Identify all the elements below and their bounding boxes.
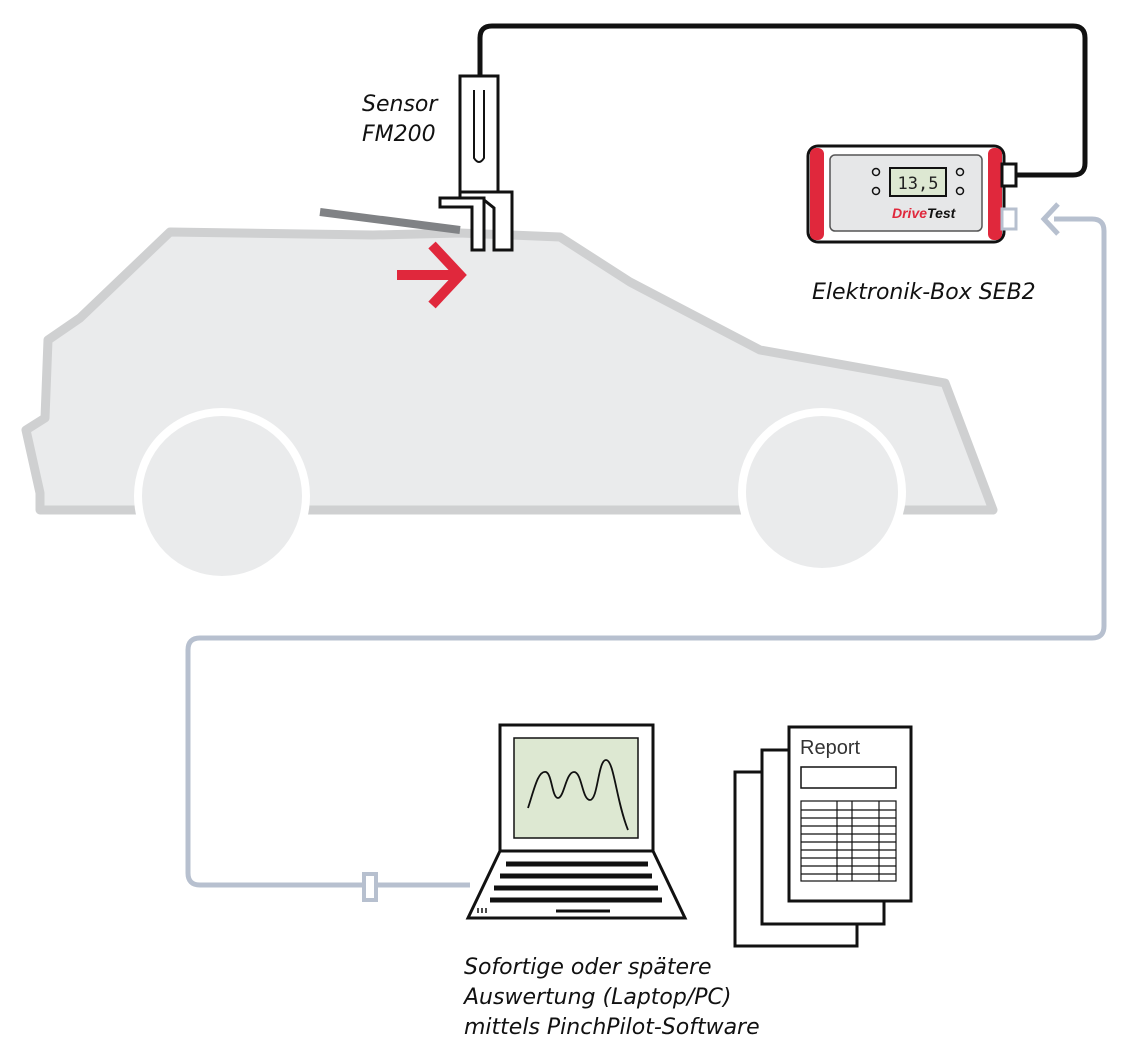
window-edge <box>319 208 461 234</box>
box-led <box>871 167 881 177</box>
sensor-fm200 <box>438 74 514 252</box>
laptop-caption: Sofortige oder spätere Auswertung (Lapto… <box>464 953 760 1043</box>
box-led <box>955 186 965 196</box>
sensor-label-line: FM200 <box>362 122 436 147</box>
laptop-screen <box>513 737 639 839</box>
car <box>21 227 998 584</box>
laptop-keys <box>490 861 662 903</box>
laptop-caption-line: Sofortige oder spätere <box>464 955 712 980</box>
sensor-finger <box>438 196 486 252</box>
sensor-body <box>458 74 500 194</box>
laptop-vents <box>477 908 487 913</box>
laptop-base <box>465 849 688 920</box>
laptop <box>465 723 688 920</box>
report-header-box <box>800 766 897 789</box>
screen-curve <box>527 759 629 831</box>
report-title: Report <box>800 737 860 759</box>
force-arrow <box>397 241 467 309</box>
electronic-box: 13,5 DriveTest <box>806 144 1018 244</box>
box-display <box>889 167 947 197</box>
data-cable <box>185 216 1107 888</box>
laptop-caption-line: mittels PinchPilot-Software <box>464 1015 760 1040</box>
box-brand: DriveTest <box>892 205 957 221</box>
box-right-cap <box>988 148 1002 240</box>
report-page-front <box>787 725 913 903</box>
box-led <box>955 167 965 177</box>
box-brand-part2: Test <box>927 205 957 221</box>
box-left-cap <box>810 148 824 240</box>
car-rear-wheel <box>738 408 906 576</box>
box-led <box>871 186 881 196</box>
box-port-bottom <box>1000 207 1018 231</box>
box-port-top <box>1000 162 1018 188</box>
cable-arrowhead <box>1040 202 1060 236</box>
box-brand-part1: Drive <box>892 205 927 221</box>
laptop-caption-line: Auswertung (Laptop/PC) <box>464 985 732 1010</box>
sensor-cable <box>477 23 1088 178</box>
cable-connector <box>362 872 378 902</box>
sensor-slot <box>473 90 485 163</box>
sensor-label: Sensor FM200 <box>362 90 437 150</box>
box-label: Elektronik-Box SEB2 <box>812 280 1036 305</box>
report-stack: Report <box>733 725 913 948</box>
car-front-wheel <box>134 408 310 584</box>
report-table <box>800 800 897 882</box>
box-display-value: 13,5 <box>898 174 939 194</box>
sensor-label-line: Sensor <box>362 92 438 117</box>
